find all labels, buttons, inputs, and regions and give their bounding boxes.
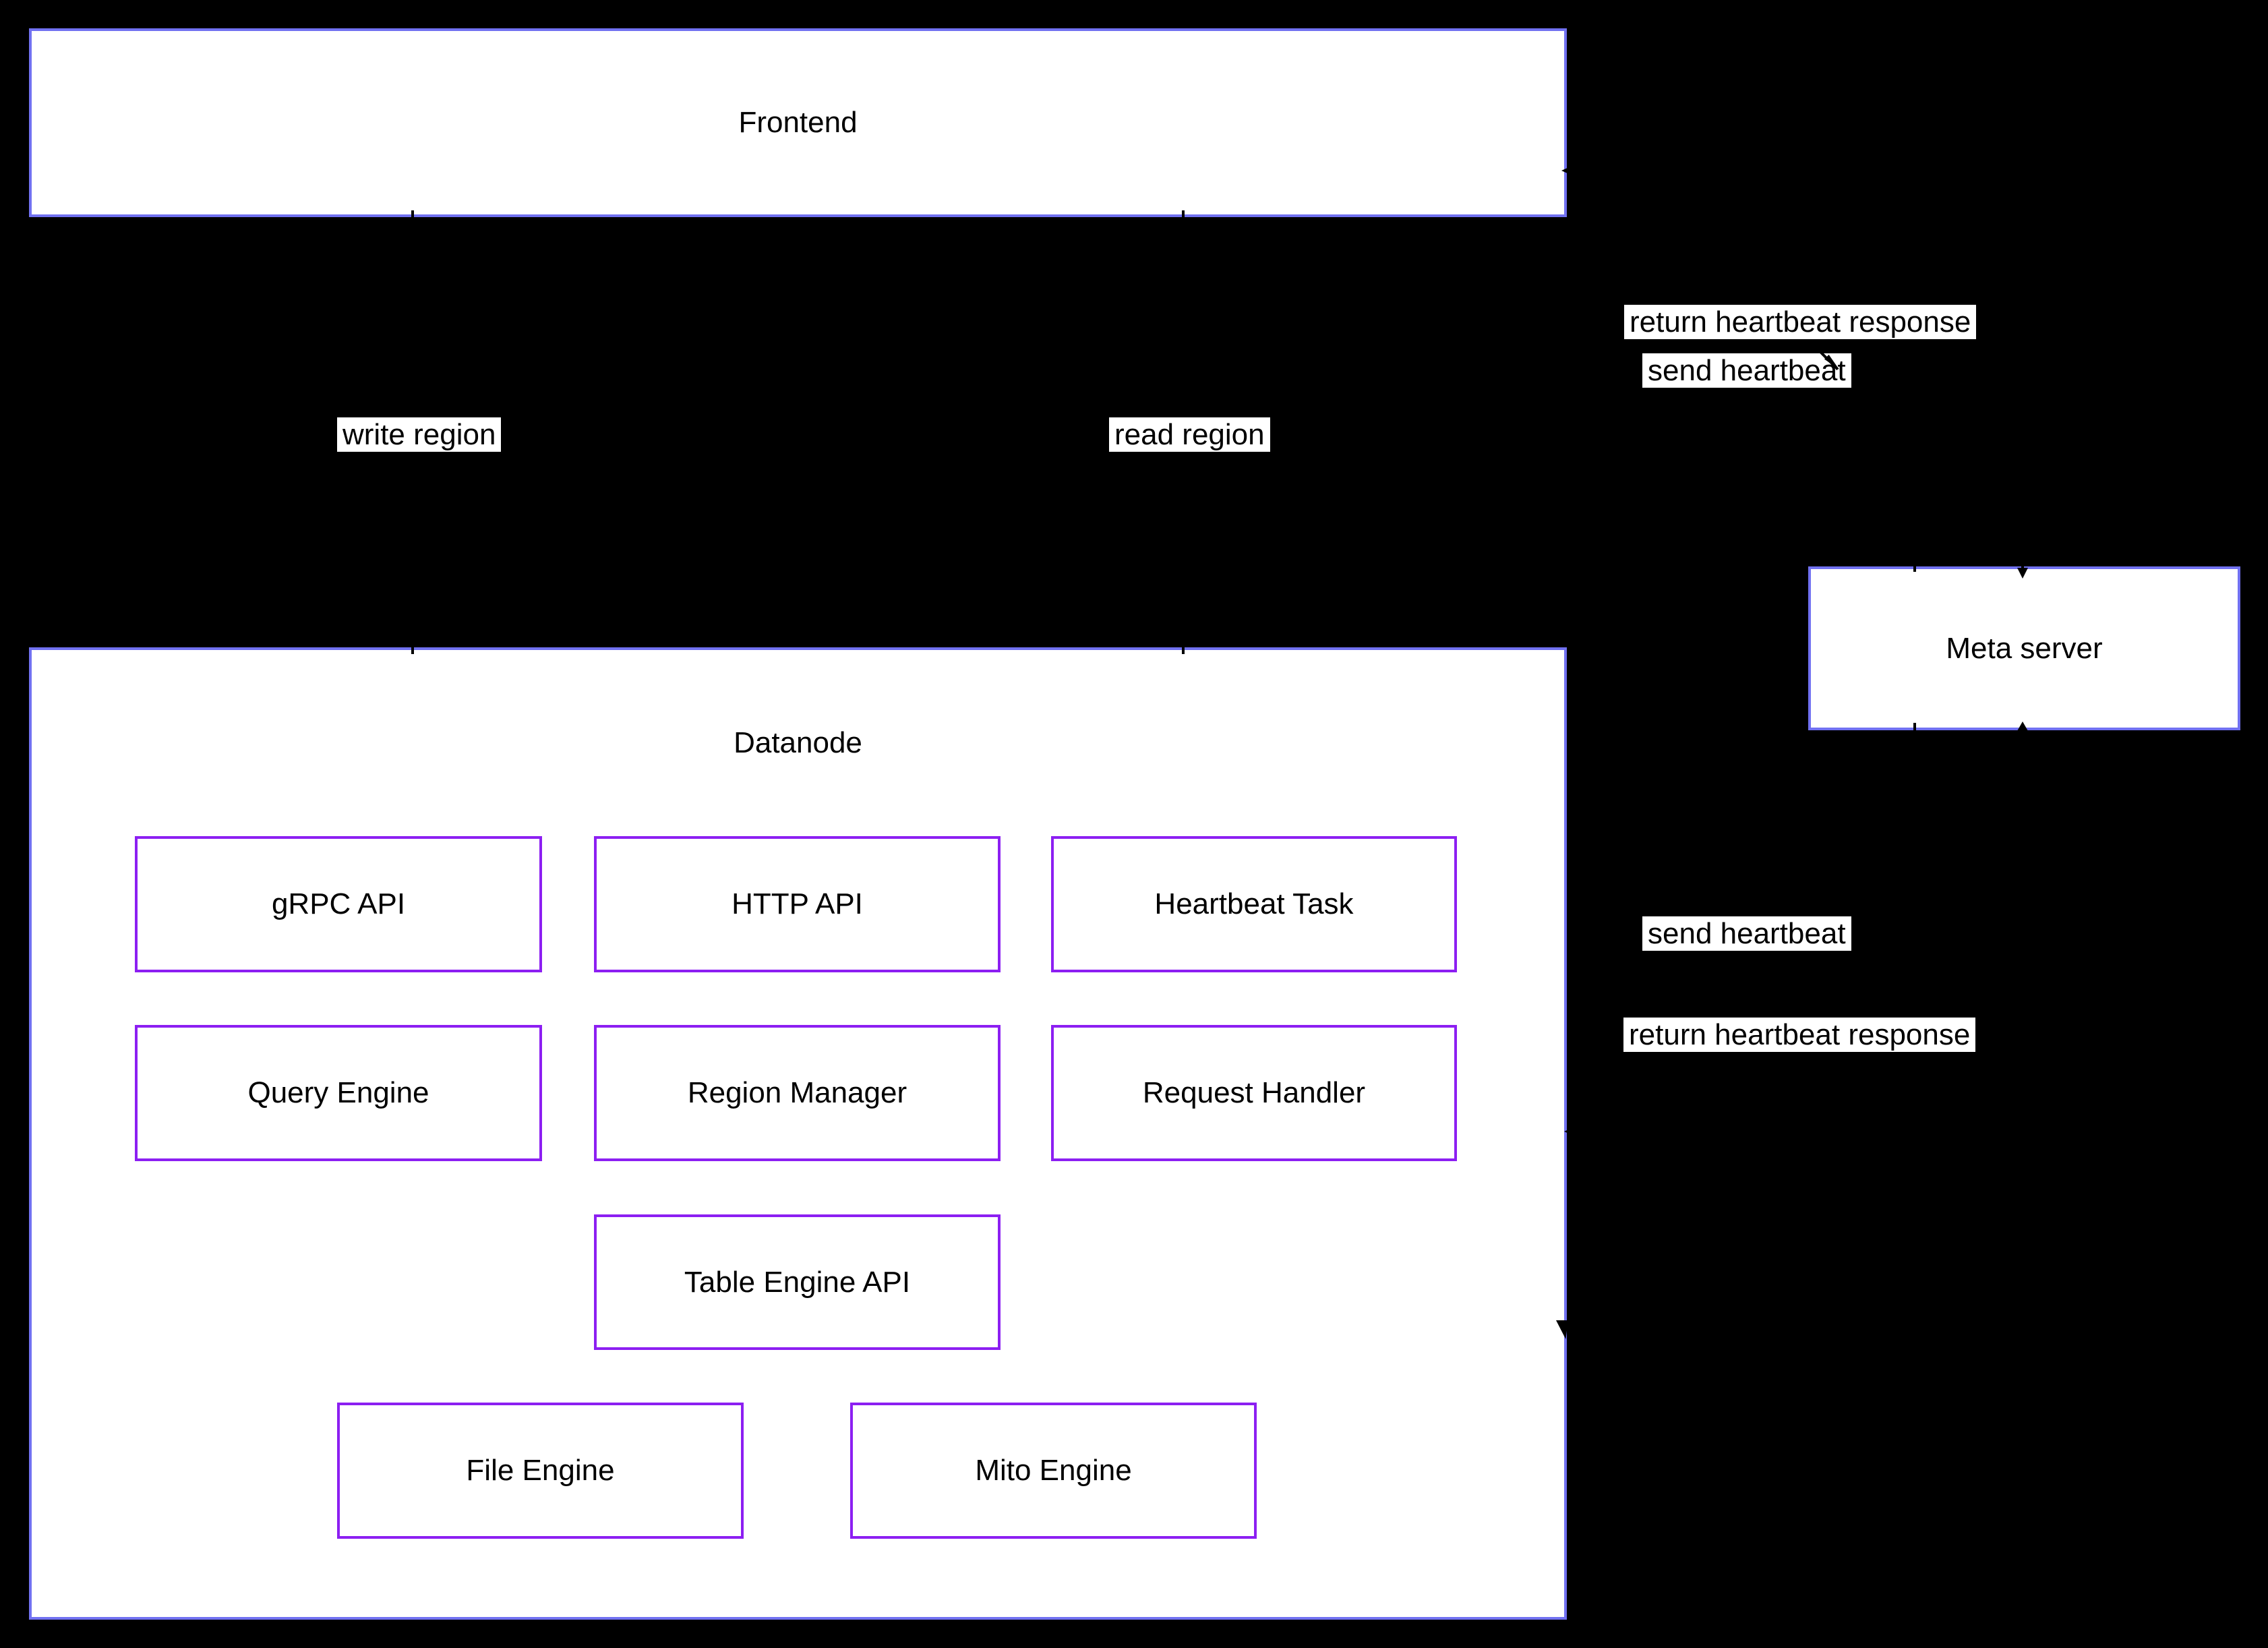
mito-engine-label: Mito Engine [975,1454,1132,1487]
edge-label-send-heartbeat-top: send heartbeat [1642,353,1851,388]
grpc-api-node: gRPC API [135,836,542,972]
edge-label-return-heartbeat-mid: return heartbeat response [1623,1018,1976,1052]
table-engine-api-label: Table Engine API [684,1265,911,1299]
read-region-arrow-stub-datanode [1182,642,1185,654]
heartbeat-task-node: Heartbeat Task [1051,836,1457,972]
read-region-arrow-stub-frontend [1182,210,1185,223]
request-handler-node: Request Handler [1051,1025,1457,1161]
table-engine-api-node: Table Engine API [594,1214,1001,1350]
file-engine-node: File Engine [337,1403,744,1539]
return-heartbeat-stub-meta-top [1913,561,1916,572]
http-api-node: HTTP API [594,836,1001,972]
send-heartbeat-stub-meta-top [2021,558,2024,568]
frontend-label: Frontend [738,106,858,139]
http-api-label: HTTP API [732,887,863,920]
edge-label-return-heartbeat-top: return heartbeat response [1624,305,1977,339]
query-engine-node: Query Engine [135,1025,542,1161]
heartbeat-task-label: Heartbeat Task [1154,887,1354,920]
write-region-arrow-stub-frontend [411,210,414,223]
meta-server-label: Meta server [1946,631,2103,665]
edge-label-write-region: write region [337,417,502,452]
frontend-node: Frontend [29,28,1567,217]
query-engine-label: Query Engine [247,1076,429,1109]
datanode-label: Datanode [734,726,862,759]
mito-engine-node: Mito Engine [850,1403,1257,1539]
write-region-arrow-stub-datanode [411,642,414,654]
file-engine-label: File Engine [466,1454,615,1487]
region-manager-node: Region Manager [594,1025,1001,1161]
edge-label-read-region: read region [1109,417,1270,452]
request-handler-label: Request Handler [1142,1076,1366,1109]
return-heartbeat-stub-meta-bottom [1913,723,1916,735]
meta-server-node: Meta server [1808,566,2240,730]
grpc-api-label: gRPC API [271,887,406,920]
edge-label-send-heartbeat-mid: send heartbeat [1642,916,1851,951]
region-manager-label: Region Manager [687,1076,907,1109]
